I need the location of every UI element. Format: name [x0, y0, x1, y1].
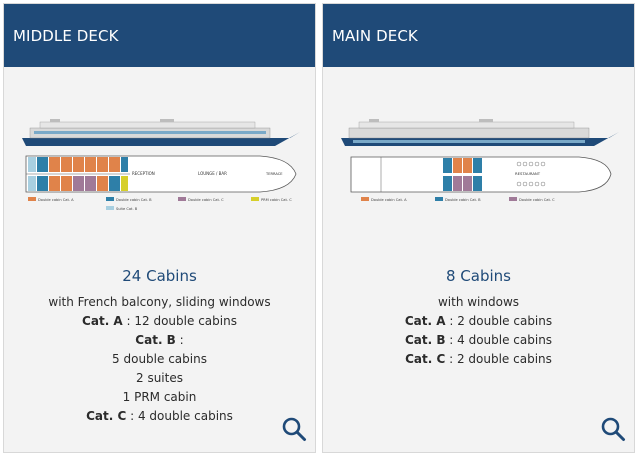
cabin-count: 24 Cabins [122, 267, 197, 285]
svg-text:Double cabin Cat. A: Double cabin Cat. A [371, 198, 407, 202]
search-icon[interactable] [600, 416, 626, 442]
cabin-subtitle: with French balcony, sliding windows [48, 295, 271, 309]
cabin-summary: 8 Cabins with windows Cat. A : 2 double … [323, 267, 634, 369]
card-title: MIDDLE DECK [13, 26, 119, 45]
cabin-line: 5 double cabins [112, 352, 207, 366]
cabin-line: Cat. A : 12 double cabins [82, 314, 237, 328]
deck-plan-main[interactable]: RESTAURANT Double cabin Cat. A Double ca… [339, 112, 622, 222]
cabin-line: 1 PRM cabin [122, 390, 197, 404]
cabin-blocks [28, 157, 128, 191]
svg-text:Suite Cat. B: Suite Cat. B [116, 207, 138, 211]
cabin-line: Cat. C : 2 double cabins [405, 352, 552, 366]
cabin-count: 8 Cabins [446, 267, 511, 285]
cabin-line: 2 suites [136, 371, 183, 385]
search-icon[interactable] [281, 416, 307, 442]
card-header: MIDDLE DECK [4, 4, 315, 67]
card-header: MAIN DECK [323, 4, 634, 67]
cabin-blocks [443, 158, 482, 191]
svg-text:Double cabin Cat. A: Double cabin Cat. A [38, 198, 74, 202]
svg-text:Double cabin Cat. C: Double cabin Cat. C [188, 198, 224, 202]
ship-profile [22, 119, 300, 146]
cabin-line: Cat. B : [135, 333, 184, 347]
deck-card-main: MAIN DECK RESTAURANT [322, 3, 635, 453]
cabin-summary: 24 Cabins with French balcony, sliding w… [4, 267, 315, 426]
restaurant-tables [516, 161, 546, 187]
svg-text:PRM cabin Cat. C: PRM cabin Cat. C [261, 198, 292, 202]
svg-text:RECEPTION: RECEPTION [132, 171, 155, 176]
cabin-line: Cat. A : 2 double cabins [404, 314, 553, 328]
svg-text:Double cabin Cat. B: Double cabin Cat. B [116, 198, 152, 202]
deck-plan-middle[interactable]: RECEPTION LOUNGE / BAR TERRACE Double ca… [20, 112, 303, 222]
svg-text:LOUNGE / BAR: LOUNGE / BAR [198, 171, 227, 176]
cabin-line: Cat. B : 4 double cabins [404, 333, 553, 347]
svg-text:TERRACE: TERRACE [265, 172, 283, 176]
ship-profile [341, 119, 619, 146]
svg-text:Double cabin Cat. C: Double cabin Cat. C [519, 198, 555, 202]
cabin-line: Cat. C : 4 double cabins [86, 409, 233, 423]
deck-card-middle: MIDDLE DECK [3, 3, 316, 453]
svg-text:Double cabin Cat. B: Double cabin Cat. B [445, 198, 481, 202]
svg-text:RESTAURANT: RESTAURANT [515, 171, 541, 176]
card-title: MAIN DECK [332, 26, 418, 45]
plan-legend: Double cabin Cat. A Double cabin Cat. B … [28, 197, 292, 211]
plan-legend: Double cabin Cat. A Double cabin Cat. B … [361, 197, 555, 202]
cabin-subtitle: with windows [437, 295, 520, 309]
